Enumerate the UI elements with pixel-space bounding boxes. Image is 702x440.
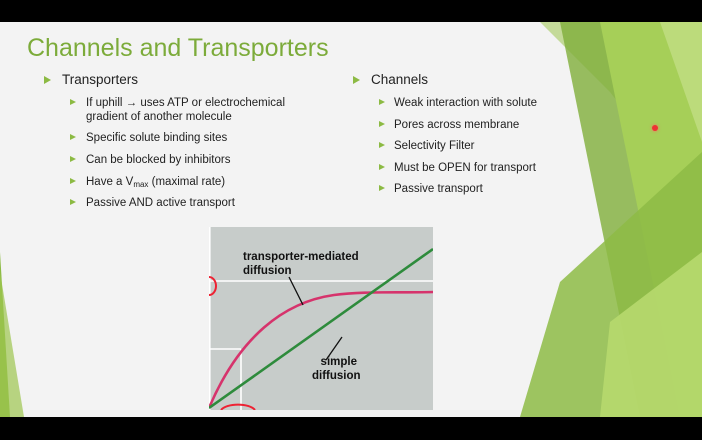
vmax-prefix: Have a V <box>86 176 134 188</box>
diffusion-graph-svg <box>207 227 434 411</box>
simple-pointer <box>325 336 343 361</box>
top-letterbox <box>0 0 702 22</box>
bullet-icon <box>70 199 76 205</box>
simple-label-line-1: simple <box>320 356 357 368</box>
bullet-icon <box>379 164 385 170</box>
red-annotation-mark <box>208 276 217 296</box>
channel-item-3: Selectivity Filter <box>394 140 475 152</box>
bullet-icon <box>379 121 385 127</box>
bullet-icon <box>379 185 385 191</box>
bullet-icon <box>44 76 51 84</box>
bullet-icon <box>70 178 76 184</box>
transporter-item-4: Have a Vmax (maximal rate) <box>86 175 225 192</box>
transporter-pointer <box>288 276 304 306</box>
bullet-icon <box>70 156 76 162</box>
red-annotation-mark <box>220 403 256 411</box>
transporter-label: transporter-mediated diffusion <box>243 250 359 278</box>
slide-title: Channels and Transporters <box>27 34 329 62</box>
transporter-item-5: Passive AND active transport <box>86 197 235 209</box>
simple-label-line-2: diffusion <box>312 370 361 382</box>
laser-pointer-dot <box>652 125 658 131</box>
bullet-icon <box>353 76 360 84</box>
bullet-icon <box>70 134 76 140</box>
green-decoration <box>0 22 702 417</box>
channel-item-5: Passive transport <box>394 183 483 195</box>
vmax-suffix: (maximal rate) <box>148 176 226 188</box>
channel-item-4: Must be OPEN for transport <box>394 162 536 174</box>
transporter-label-line-1: transporter-mediated <box>243 251 359 263</box>
channels-heading: Channels <box>371 72 429 87</box>
transporter-label-line-2: diffusion <box>243 265 292 277</box>
bullet-icon <box>379 142 385 148</box>
transporter-item-1-line-2: gradient of another molecule <box>86 111 232 123</box>
transporter-item-1-line-1: If uphill → uses ATP or electrochemical <box>86 97 285 109</box>
slide: Channels and Transporters Transporters I… <box>0 22 702 417</box>
bullet-icon <box>379 99 385 105</box>
simple-diffusion-line <box>208 247 434 410</box>
simple-label: simple diffusion <box>312 355 361 383</box>
graph-background <box>209 227 433 410</box>
transporter-item-1: If uphill → uses ATP or electrochemical … <box>86 96 285 124</box>
diffusion-graph: transporter-mediated diffusion simple di… <box>207 227 434 411</box>
transporter-curve <box>207 290 434 409</box>
channel-item-2: Pores across membrane <box>394 119 520 131</box>
bottom-letterbox <box>0 417 702 440</box>
channel-item-1: Weak interaction with solute <box>394 97 537 109</box>
transporter-item-3: Can be blocked by inhibitors <box>86 154 231 166</box>
transporters-heading: Transporters <box>62 72 139 87</box>
vmax-subscript: max <box>133 180 149 189</box>
transporter-item-2: Specific solute binding sites <box>86 132 228 144</box>
bullet-icon <box>70 99 76 105</box>
